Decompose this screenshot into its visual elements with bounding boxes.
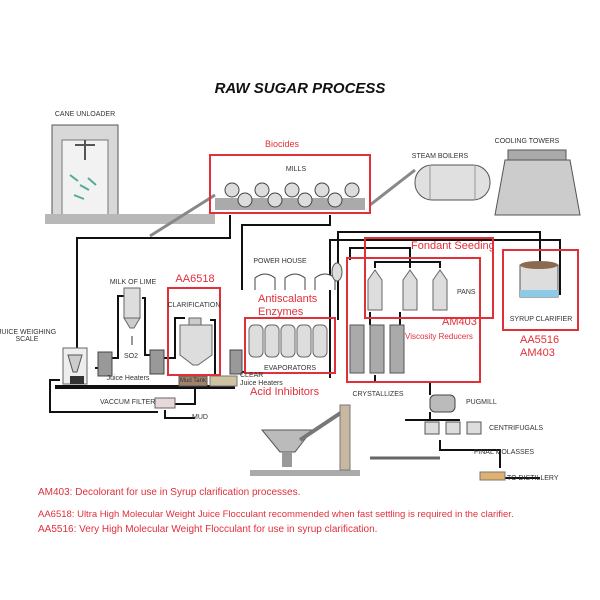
clarifier-tank bbox=[179, 317, 213, 366]
label-so2: SO2 bbox=[123, 353, 139, 360]
product-aa6518: AA6518 bbox=[175, 273, 215, 285]
pugmill bbox=[429, 394, 456, 413]
bagasse-conveyor bbox=[369, 168, 416, 207]
cooling-tower bbox=[494, 149, 581, 216]
label-cane-unloader: CANE UNLOADER bbox=[54, 111, 116, 118]
label-juice-heaters: Juice Heaters bbox=[106, 375, 150, 382]
label-power-house: POWER HOUSE bbox=[253, 258, 307, 265]
product-viscosity-reducers: Viscosity Reducers bbox=[405, 332, 473, 341]
syrup-clarifier-tank bbox=[519, 261, 559, 298]
juice-weighing-scale bbox=[62, 347, 88, 385]
molasses-tank bbox=[479, 471, 506, 481]
vaccum-filter bbox=[154, 397, 176, 409]
evaporators bbox=[248, 324, 328, 358]
highlight-boxes bbox=[167, 154, 579, 383]
centrifugals bbox=[424, 421, 482, 435]
milk-of-lime-tank bbox=[123, 287, 141, 345]
label-pugmill: PUGMILL bbox=[466, 399, 497, 406]
floor-line bbox=[55, 385, 235, 389]
label-steam-boilers: STEAM BOILERS bbox=[411, 153, 469, 160]
label-centrifugals: CENTRIFUGALS bbox=[489, 425, 544, 432]
steam-boiler bbox=[414, 164, 491, 201]
label-evaporators: EVAPORATORS bbox=[263, 365, 317, 372]
product-enzymes: Enzymes bbox=[258, 306, 304, 318]
vacuum-pans bbox=[367, 269, 448, 311]
flash-tank bbox=[331, 262, 343, 282]
product-acid-inhibitors: Acid Inhibitors bbox=[250, 386, 320, 398]
label-crystallizes: CRYSTALLIZES bbox=[352, 391, 404, 398]
label-syrup-clarifier: SYRUP CLARIFIER bbox=[509, 316, 573, 323]
cane-unloader bbox=[51, 124, 119, 218]
label-mills: MILLS bbox=[285, 166, 307, 173]
label-milk-of-lime: MILK OF LIME bbox=[109, 279, 157, 286]
mills bbox=[215, 182, 365, 210]
label-mud-tank: Mud Tank bbox=[180, 378, 206, 384]
product-biocides: Biocides bbox=[264, 139, 300, 149]
product-am403-pans: AM403 bbox=[442, 316, 477, 328]
label-mud: MUD bbox=[192, 414, 208, 421]
product-fondant-seeding: Fondant Seeding bbox=[411, 240, 495, 252]
note-aa6518: AA6518: Ultra High Molecular Weight Juic… bbox=[38, 509, 514, 520]
product-antiscalants: Antiscalants bbox=[258, 293, 318, 305]
note-am403: AM403: Decolorant for use in Syrup clari… bbox=[38, 487, 301, 498]
sugar-hopper bbox=[250, 404, 440, 476]
label-clear-juice-heaters: Juice Heaters bbox=[240, 380, 283, 387]
label-clarification: CLARIFICATION bbox=[167, 302, 221, 309]
ground-platform bbox=[45, 214, 215, 224]
crystallizers bbox=[349, 324, 405, 374]
label-vaccum-filter: VACCUM FILTER bbox=[100, 399, 156, 406]
product-aa5516: AA5516 bbox=[520, 334, 560, 346]
label-clear: CLEAR bbox=[240, 372, 264, 379]
cane-conveyor bbox=[149, 193, 216, 238]
juice-heaters bbox=[97, 349, 243, 377]
label-cooling-towers: COOLING TOWERS bbox=[494, 138, 560, 145]
note-aa5516: AA5516: Very High Molecular Weight Flocc… bbox=[38, 524, 378, 535]
label-to-distillery: TO DISTILLERY bbox=[507, 475, 559, 482]
label-final-molasses: FINAL MOLASSES bbox=[474, 449, 535, 456]
label-juice-weighing-scale: JUICE WEIGHING SCALE bbox=[0, 329, 57, 343]
label-pans: PANS bbox=[457, 289, 476, 296]
power-house bbox=[254, 273, 336, 290]
page-title: RAW SUGAR PROCESS bbox=[214, 80, 386, 97]
product-am403-clarifier: AM403 bbox=[520, 347, 555, 359]
clear-juice-tank bbox=[209, 375, 238, 387]
